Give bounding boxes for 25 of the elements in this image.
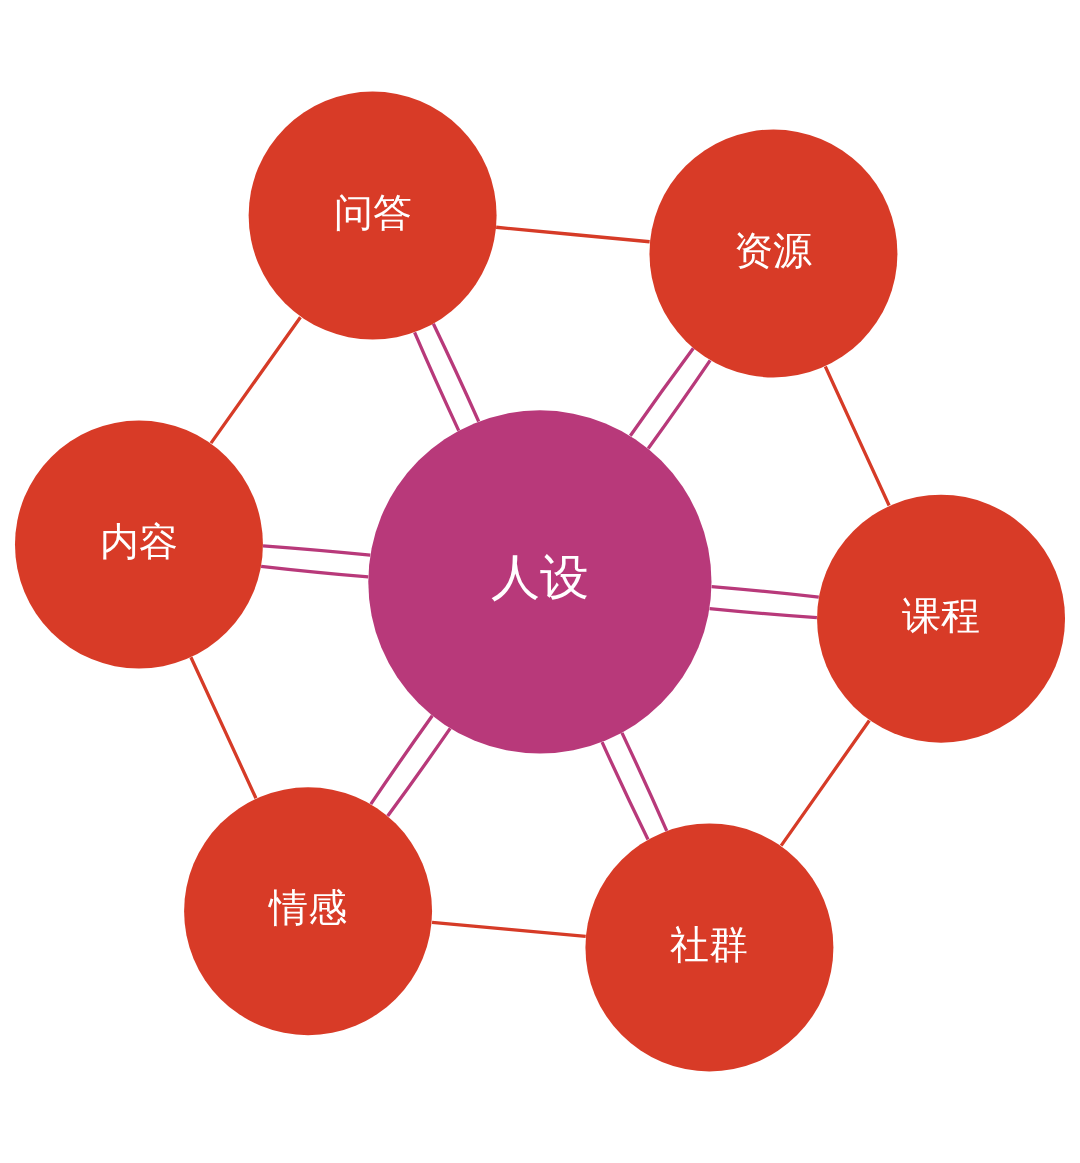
connector — [711, 585, 819, 599]
connector — [209, 316, 302, 445]
connector — [620, 732, 669, 832]
connector — [369, 714, 434, 806]
connector — [431, 323, 481, 423]
connector — [600, 741, 650, 841]
node-circle: 情感 — [184, 787, 433, 1036]
connector — [629, 347, 695, 437]
node-circle: 资源 — [649, 129, 898, 378]
node-circle: 课程 — [817, 494, 1065, 743]
connector — [189, 656, 258, 799]
node-circle: 内容 — [15, 420, 263, 669]
connector — [386, 727, 452, 818]
connector — [646, 359, 712, 450]
node-circle: 社群 — [585, 823, 834, 1072]
node-circle: 问答 — [248, 91, 497, 340]
connector — [709, 606, 818, 620]
connector — [496, 225, 650, 244]
connector — [262, 544, 371, 557]
connector — [823, 365, 891, 507]
connector — [260, 564, 369, 579]
connector — [413, 331, 461, 432]
connector — [779, 719, 871, 847]
node-circle: 人设 — [368, 410, 712, 754]
connector — [431, 920, 586, 938]
